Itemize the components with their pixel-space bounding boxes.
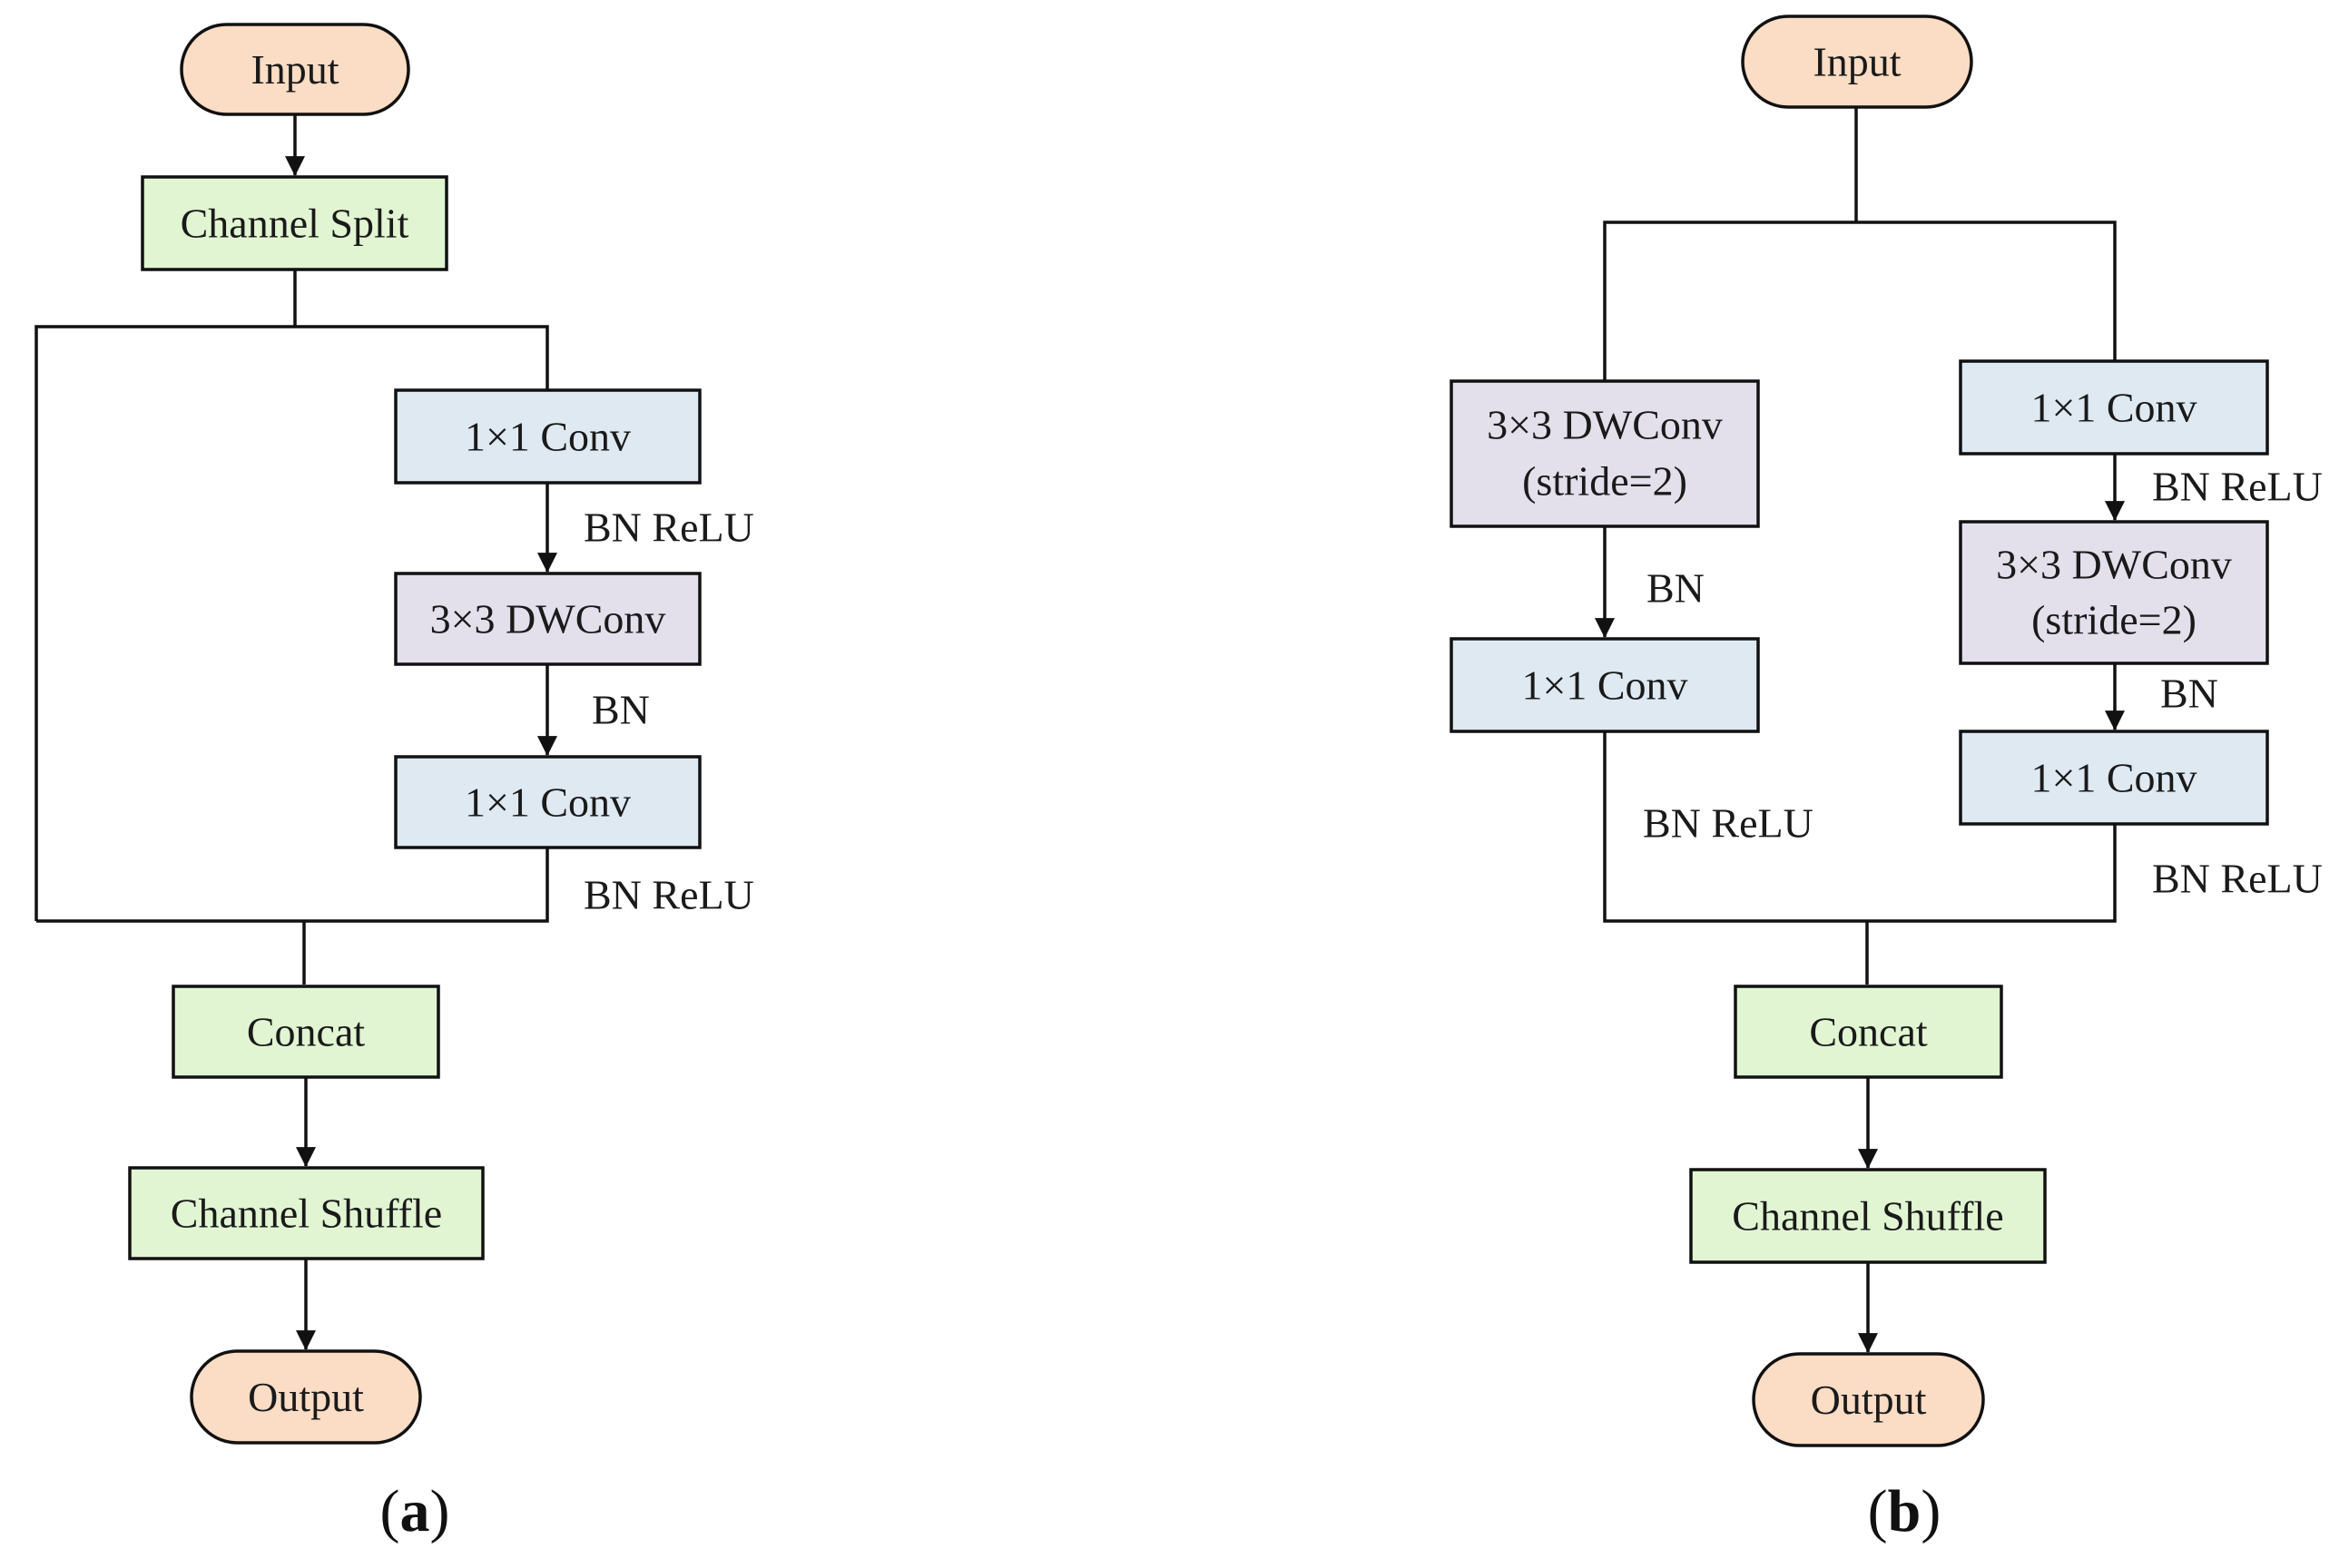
- a-bn-label: BN: [592, 687, 650, 733]
- a-channel-split-label: Channel Split: [181, 201, 409, 247]
- a-channel-shuffle-label: Channel Shuffle: [171, 1191, 442, 1237]
- a-caption: (a): [380, 1478, 450, 1544]
- b-input-node: Input: [1741, 15, 1973, 109]
- b-left-dwconv-label-line1: 3×3 DWConv: [1487, 402, 1723, 448]
- a-dwconv-box: 3×3 DWConv: [394, 572, 702, 666]
- b-input-label: Input: [1813, 39, 1901, 85]
- a-caption-close: ): [430, 1478, 450, 1544]
- a-caption-letter: a: [400, 1478, 430, 1544]
- a-input-label: Input: [251, 46, 339, 93]
- a-conv2-box: 1×1 Conv: [394, 755, 702, 849]
- b-channel-shuffle-box: Channel Shuffle: [1689, 1168, 2047, 1264]
- a-conv1-box: 1×1 Conv: [394, 388, 702, 485]
- b-output-label: Output: [1811, 1377, 1927, 1423]
- b-left-conv-box: 1×1 Conv: [1450, 637, 1760, 733]
- b-concat-box: Concat: [1734, 985, 2003, 1079]
- a-bn-relu-1-label: BN ReLU: [584, 505, 754, 551]
- b-left-dwconv-box: 3×3 DWConv (stride=2): [1450, 379, 1760, 528]
- b-right-dwconv-label-line2: (stride=2): [2031, 597, 2197, 643]
- b-channel-shuffle-label: Channel Shuffle: [1732, 1193, 2003, 1240]
- a-output-label: Output: [248, 1374, 364, 1420]
- b-right-conv1-label: 1×1 Conv: [2030, 385, 2197, 431]
- b-left-bn-relu-label: BN ReLU: [1643, 800, 1813, 847]
- b-caption-close: ): [1921, 1478, 1941, 1544]
- a-edge-merge: [36, 848, 549, 923]
- a-input-node: Input: [180, 23, 410, 116]
- b-right-bn-relu-1-label: BN ReLU: [2152, 464, 2323, 510]
- b-concat-label: Concat: [1809, 1009, 1928, 1055]
- a-dwconv-label: 3×3 DWConv: [430, 596, 666, 642]
- b-caption-letter: b: [1888, 1478, 1921, 1544]
- b-right-conv2-box: 1×1 Conv: [1959, 730, 2269, 826]
- b-caption-open: (: [1868, 1478, 1888, 1544]
- b-edge-split-top: [1603, 220, 2117, 381]
- a-edge-branch-top: [34, 325, 549, 921]
- a-concat-box: Concat: [172, 985, 440, 1079]
- a-bn-relu-2-label: BN ReLU: [584, 872, 754, 918]
- b-right-bn-label: BN: [2160, 671, 2218, 717]
- b-output-node: Output: [1752, 1352, 1985, 1447]
- b-right-dwconv-box: 3×3 DWConv (stride=2): [1959, 520, 2269, 665]
- b-right-dwconv-label-line1: 3×3 DWConv: [1996, 542, 2232, 588]
- panel-a: Input Channel Split 1×1 Conv BN ReLU 3×3…: [34, 23, 754, 1544]
- a-caption-open: (: [380, 1478, 400, 1544]
- a-concat-label: Concat: [247, 1009, 366, 1055]
- b-left-bn-label: BN: [1646, 565, 1705, 612]
- b-right-conv2-label: 1×1 Conv: [2030, 755, 2197, 801]
- b-right-conv1-box: 1×1 Conv: [1959, 359, 2269, 456]
- b-left-conv-label: 1×1 Conv: [1521, 662, 1687, 709]
- b-caption: (b): [1868, 1478, 1941, 1544]
- a-conv1-label: 1×1 Conv: [465, 414, 631, 460]
- panel-b: Input 3×3 DWConv (stride=2) BN 1×1 Conv …: [1450, 15, 2323, 1544]
- b-edge-merge: [1603, 731, 2117, 923]
- a-output-node: Output: [190, 1349, 422, 1445]
- a-channel-split-box: Channel Split: [141, 175, 448, 271]
- b-right-bn-relu-2-label: BN ReLU: [2152, 856, 2323, 902]
- a-conv2-label: 1×1 Conv: [465, 779, 631, 826]
- b-left-dwconv-label-line2: (stride=2): [1522, 458, 1687, 505]
- a-channel-shuffle-box: Channel Shuffle: [128, 1166, 485, 1260]
- panel-a-edges: [34, 114, 557, 1351]
- panel-b-edges: [1595, 107, 2125, 1354]
